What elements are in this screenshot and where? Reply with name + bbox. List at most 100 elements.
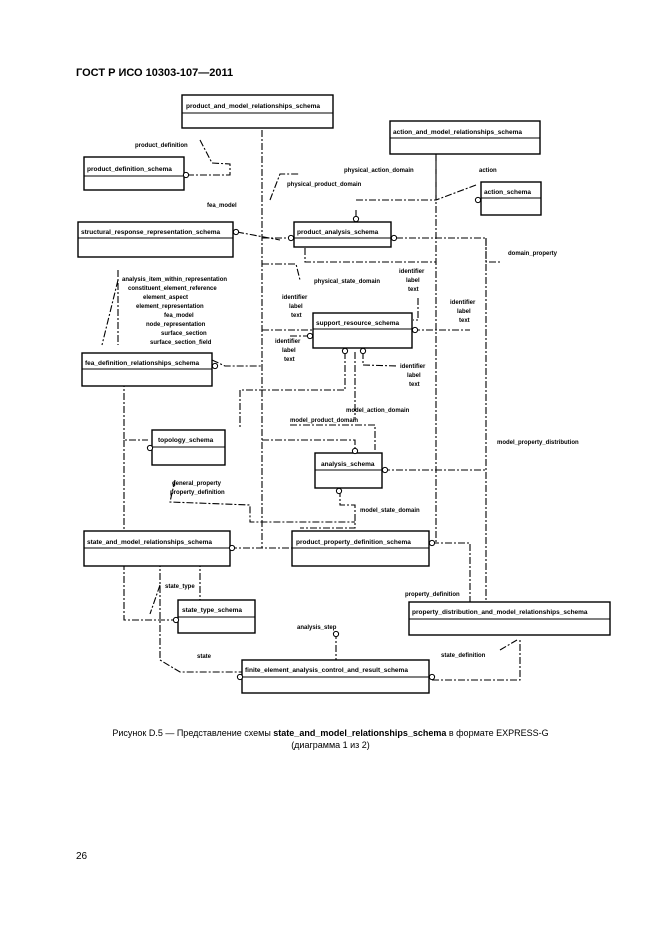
relationship-end-circle bbox=[359, 347, 367, 355]
relationship-label: text bbox=[409, 382, 420, 388]
entity-box bbox=[77, 221, 234, 258]
relation-line bbox=[413, 298, 419, 321]
relationship-end-circle bbox=[428, 539, 436, 547]
relation-line bbox=[499, 639, 518, 651]
relation-line bbox=[435, 184, 477, 201]
relationship-label: label bbox=[457, 309, 471, 315]
entity-name: product_and_model_relationships_schema bbox=[186, 103, 320, 110]
relation-line bbox=[362, 352, 399, 367]
relation-line bbox=[123, 550, 176, 621]
relationship-label: element_representation bbox=[136, 304, 204, 310]
relationship-end-circle bbox=[411, 326, 419, 334]
relation-line bbox=[123, 380, 148, 441]
relationship-label: text bbox=[408, 287, 419, 293]
relationship-label: text bbox=[459, 318, 470, 324]
relation-line bbox=[432, 638, 521, 681]
relationship-end-circle bbox=[474, 196, 482, 204]
relationship-end-circle bbox=[236, 673, 244, 681]
relation-line bbox=[101, 279, 119, 346]
relationship-label: identifier bbox=[400, 364, 426, 370]
relationship-label: physical_action_domain bbox=[344, 168, 414, 174]
relationship-label: fea_model bbox=[164, 313, 194, 319]
relation-line bbox=[236, 231, 281, 241]
relation-line bbox=[304, 248, 436, 263]
relationship-labels: product_definition physical_action_domai… bbox=[122, 143, 579, 660]
relationship-end-circle bbox=[351, 447, 359, 455]
relation-line bbox=[269, 173, 300, 201]
entity-boxes bbox=[77, 94, 611, 694]
relationship-label: model_state_domain bbox=[360, 508, 420, 514]
relation-line bbox=[356, 154, 437, 201]
caption-suffix: в формате EXPRESS-G bbox=[446, 728, 549, 738]
relationship-end-circle bbox=[211, 362, 219, 370]
relationship-label: state bbox=[197, 654, 212, 660]
entity-box bbox=[293, 221, 392, 248]
caption-line-1: Рисунок D.5 — Представление схемы state_… bbox=[0, 727, 661, 740]
relationship-label: physical_product_domain bbox=[287, 182, 362, 188]
relation-line bbox=[262, 263, 301, 281]
relationship-label: surface_section bbox=[161, 331, 207, 337]
entity-name: finite_element_analysis_control_and_resu… bbox=[245, 667, 408, 674]
relationship-end-circle bbox=[332, 630, 340, 638]
relationship-label: action bbox=[479, 168, 497, 174]
relationship-label: label bbox=[406, 278, 420, 284]
entity-name: analysis_schema bbox=[321, 461, 375, 468]
relation-line bbox=[188, 139, 231, 176]
relationship-label: label bbox=[407, 373, 421, 379]
relationship-end-circle bbox=[228, 544, 236, 552]
relationship-label: state_type bbox=[165, 584, 195, 590]
entity-name: action_schema bbox=[484, 189, 531, 196]
relationship-label: property_definition bbox=[405, 592, 460, 598]
entity-name: property_distribution_and_model_relation… bbox=[412, 609, 588, 616]
relationship-end-markers bbox=[146, 171, 482, 681]
entity-name: fea_definition_relationships_schema bbox=[85, 360, 200, 367]
relationship-label: constituent_element_reference bbox=[128, 286, 217, 292]
entity-box bbox=[312, 312, 413, 349]
relationship-label: identifier bbox=[275, 339, 301, 345]
relationship-label: analysis_step bbox=[297, 625, 337, 631]
relationship-end-circle bbox=[306, 332, 314, 340]
relationship-end-circle bbox=[390, 234, 398, 242]
page-number: 26 bbox=[76, 851, 88, 862]
relationship-label: general_property bbox=[172, 481, 222, 487]
relationship-end-circle bbox=[428, 673, 436, 681]
entity-name: state_type_schema bbox=[182, 607, 242, 614]
relationship-label: property_definition bbox=[170, 490, 225, 496]
relationship-label: text bbox=[291, 313, 302, 319]
relation-line bbox=[262, 439, 356, 450]
relationship-end-circle bbox=[172, 616, 180, 624]
relation-line bbox=[432, 542, 471, 610]
relation-line bbox=[159, 560, 242, 673]
entity-names: product_and_model_relationships_schema a… bbox=[81, 103, 588, 674]
relationship-end-circle bbox=[352, 215, 360, 223]
entity-name: product_analysis_schema bbox=[297, 229, 379, 236]
entity-name: support_resource_schema bbox=[316, 320, 399, 327]
relationship-end-circle bbox=[287, 234, 295, 242]
relationship-label: element_aspect bbox=[143, 295, 188, 301]
entity-box bbox=[181, 94, 334, 129]
relationship-label: identifier bbox=[450, 300, 476, 306]
relationship-label: state_definition bbox=[441, 653, 486, 659]
relationship-label: physical_state_domain bbox=[314, 279, 380, 285]
caption-prefix: Рисунок D.5 — Представление схемы bbox=[112, 728, 274, 738]
caption-line-2: (диаграмма 1 из 2) bbox=[291, 740, 370, 750]
entity-box bbox=[83, 156, 185, 191]
relationship-label: node_representation bbox=[146, 322, 206, 328]
relationship-end-circle bbox=[232, 228, 240, 236]
caption-schema-name: state_and_model_relationships_schema bbox=[273, 728, 447, 738]
relation-line bbox=[211, 359, 262, 367]
relationship-label: identifier bbox=[282, 295, 308, 301]
entity-name: structural_response_representation_schem… bbox=[81, 229, 220, 236]
relationship-label: domain_property bbox=[508, 251, 558, 257]
relation-line bbox=[396, 237, 500, 263]
relationship-label: text bbox=[284, 357, 295, 363]
relationship-label: label bbox=[289, 304, 303, 310]
relation-line bbox=[290, 424, 376, 450]
relationship-label: surface_section_field bbox=[150, 340, 212, 346]
relationship-label: model_product_domain bbox=[290, 418, 358, 424]
entity-name: state_and_model_relationships_schema bbox=[87, 539, 212, 546]
relationship-end-circle bbox=[341, 347, 349, 355]
relationship-end-circle bbox=[146, 444, 154, 452]
